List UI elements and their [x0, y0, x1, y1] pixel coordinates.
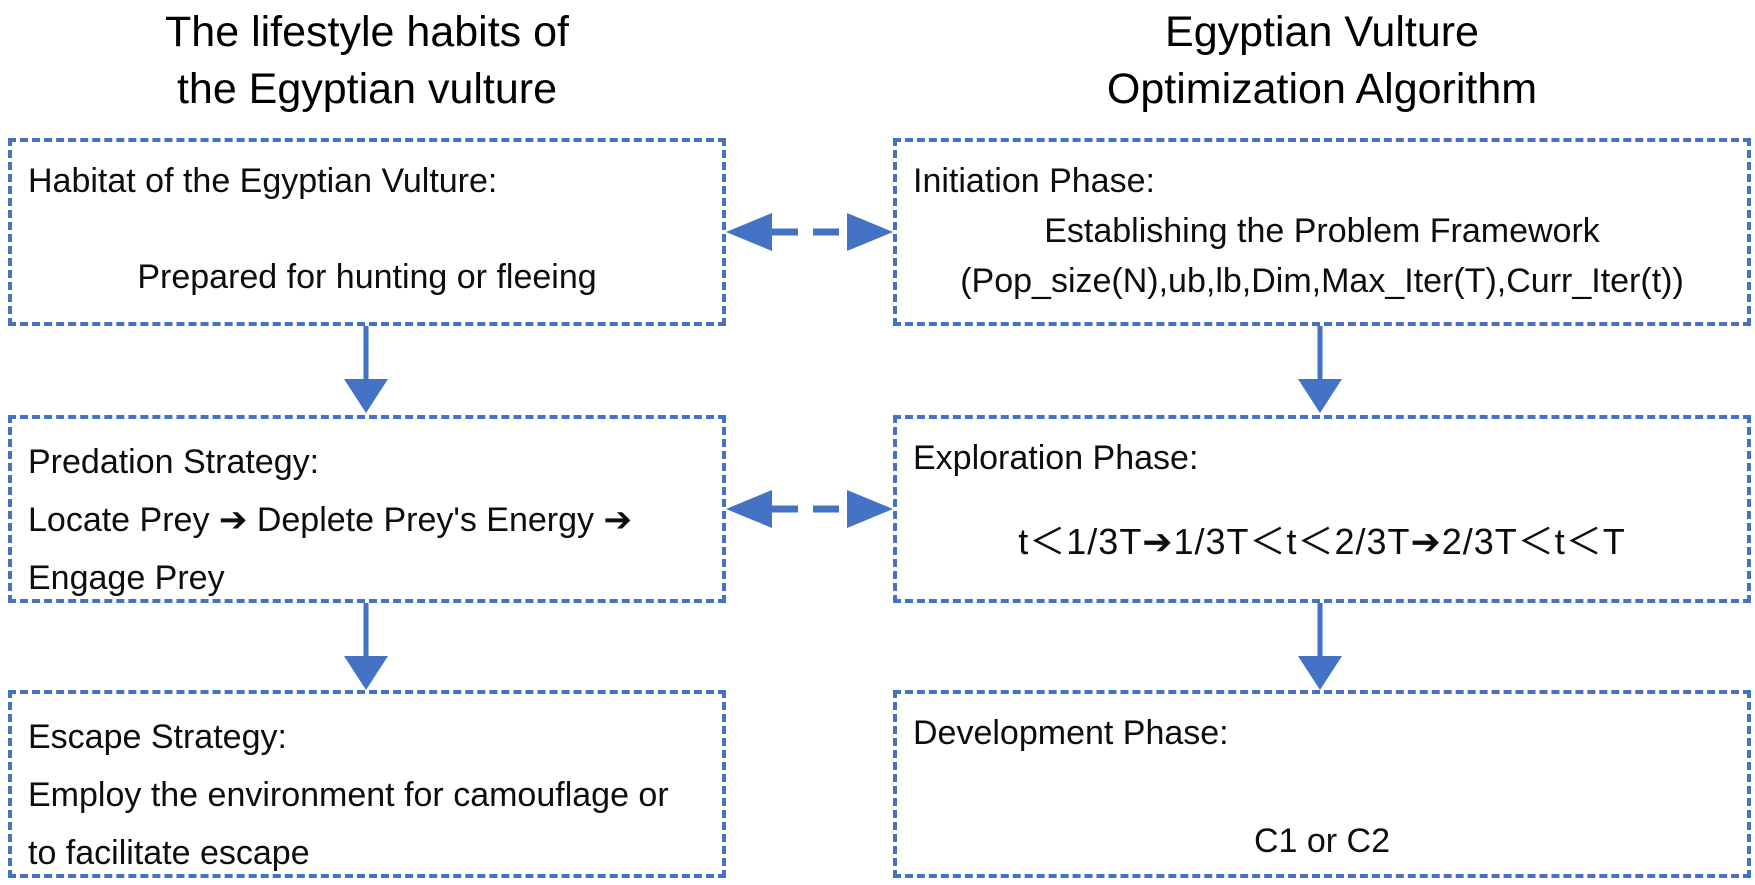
down-arrow-icon	[1298, 326, 1342, 413]
exploration-heading: Exploration Phase:	[913, 439, 1199, 477]
predation-line2: Locate Prey ➔ Deplete Prey's Energy ➔	[28, 501, 632, 539]
development-box: Development Phase: C1 or C2	[893, 690, 1751, 878]
left-column-title-line1: The lifestyle habits of	[165, 8, 569, 56]
left-column-title-line2: the Egyptian vulture	[176, 65, 558, 113]
down-arrow-icon	[344, 603, 388, 690]
exploration-formula: t＜1/3T➔1/3T＜t＜2/3T➔2/3T＜t＜T	[1018, 521, 1626, 562]
left-right-dashed-arrow-icon	[726, 490, 893, 528]
habitat-box: Habitat of the Egyptian Vulture: Prepare…	[8, 138, 726, 326]
initiation-line2: Establishing the Problem Framework	[1044, 212, 1600, 250]
escape-line3: to facilitate escape	[28, 834, 310, 872]
right-column-title: Egyptian Vulture Optimization Algorithm	[893, 4, 1751, 118]
escape-line2: Employ the environment for camouflage or	[28, 776, 669, 814]
predation-box: Predation Strategy: Locate Prey ➔ Deplet…	[8, 415, 726, 603]
down-arrow-icon	[1298, 603, 1342, 690]
left-column-title: The lifestyle habits of the Egyptian vul…	[8, 4, 726, 118]
escape-box: Escape Strategy: Employ the environment …	[8, 690, 726, 878]
escape-heading: Escape Strategy:	[28, 718, 287, 756]
habitat-body: Prepared for hunting or fleeing	[137, 258, 597, 296]
development-body: C1 or C2	[1253, 822, 1391, 860]
down-arrow-icon	[344, 326, 388, 413]
initiation-heading: Initiation Phase:	[913, 162, 1155, 200]
right-column-title-line1: Egyptian Vulture	[1165, 8, 1479, 56]
initiation-box: Initiation Phase: Establishing the Probl…	[893, 138, 1751, 326]
predation-line3: Engage Prey	[28, 559, 225, 597]
right-column-title-line2: Optimization Algorithm	[1106, 65, 1538, 113]
left-right-dashed-arrow-icon	[726, 213, 893, 251]
development-heading: Development Phase:	[913, 714, 1229, 752]
habitat-heading: Habitat of the Egyptian Vulture:	[28, 162, 498, 200]
exploration-box: Exploration Phase: t＜1/3T➔1/3T＜t＜2/3T➔2/…	[893, 415, 1751, 603]
predation-heading: Predation Strategy:	[28, 443, 320, 481]
initiation-line3: (Pop_size(N),ub,lb,Dim,Max_Iter(T),Curr_…	[960, 262, 1684, 300]
